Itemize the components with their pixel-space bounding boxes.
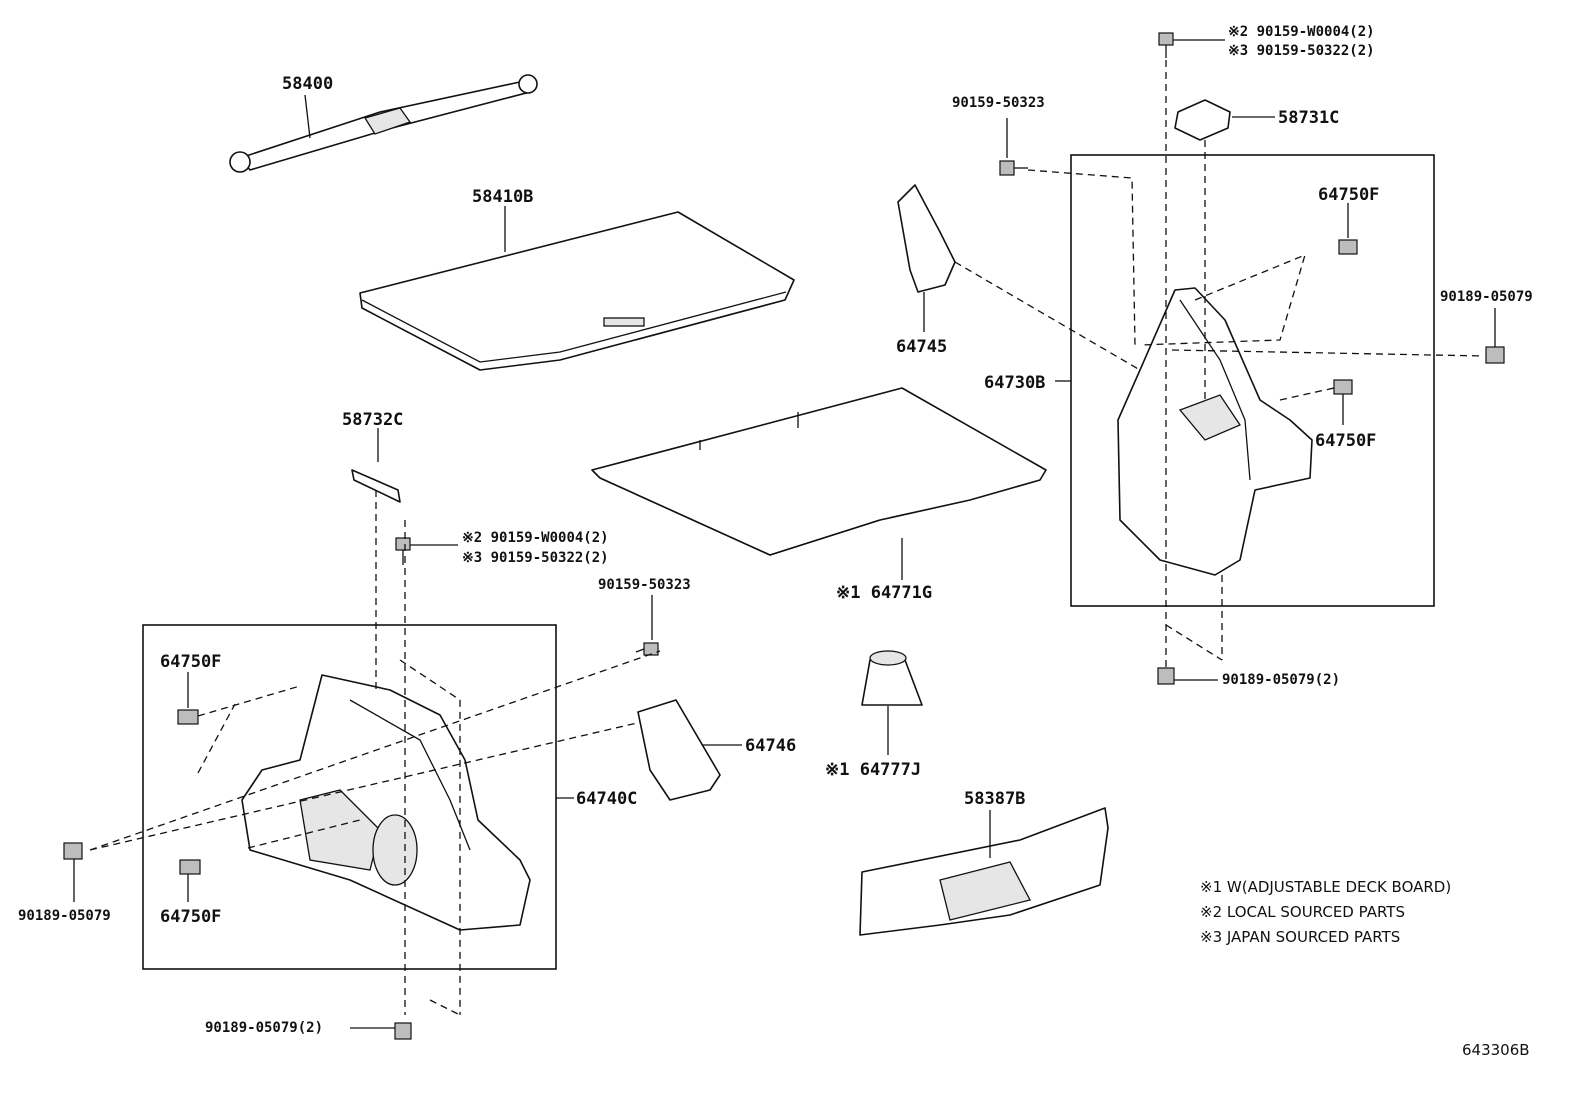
label-90189-05079-left: 90189-05079	[18, 908, 111, 924]
label-58732c: 58732C	[342, 410, 403, 430]
part-58732c[interactable]	[351, 469, 401, 503]
clip-64750f-right-2[interactable]	[1333, 379, 1353, 395]
diagram-code: 643306B	[1462, 1041, 1530, 1059]
label-58410b: 58410B	[472, 187, 533, 207]
label-64777j: ※1 64777J	[825, 760, 921, 780]
bolt-top[interactable]	[1158, 32, 1174, 58]
top-note-line1: ※2 90159-W0004(2)	[1228, 24, 1375, 40]
part-64730b-right-trim[interactable]	[1117, 287, 1313, 576]
part-64746[interactable]	[637, 699, 721, 801]
clip-90189-05079-right[interactable]	[1485, 346, 1505, 364]
clip-90189-05079-left[interactable]	[63, 842, 83, 860]
bolt-mid[interactable]	[395, 537, 411, 565]
legend-item-2: ※2 LOCAL SOURCED PARTS	[1200, 903, 1405, 921]
label-90189-05079-2-left: 90189-05079(2)	[205, 1020, 323, 1036]
label-64750f-left-1: 64750F	[160, 652, 221, 672]
part-58731c[interactable]	[1174, 99, 1231, 141]
clip-64750f-right-1[interactable]	[1338, 239, 1358, 255]
label-64730b: 64730B	[984, 373, 1045, 393]
label-90159-50323-right: 90159-50323	[952, 95, 1045, 111]
label-64745: 64745	[896, 337, 947, 357]
part-64740c-left-trim[interactable]	[241, 674, 531, 931]
label-64746: 64746	[745, 736, 796, 756]
clip-90189-05079-2-left[interactable]	[394, 1022, 412, 1040]
label-64750f-right-2: 64750F	[1315, 431, 1376, 451]
label-64771g: ※1 64771G	[836, 583, 932, 603]
part-64771g-deck-board[interactable]	[591, 387, 1047, 556]
label-64750f-right-1: 64750F	[1318, 185, 1379, 205]
frame-right-trim	[1070, 154, 1435, 607]
mid-note-line1: ※2 90159-W0004(2)	[462, 530, 609, 546]
legend-item-1: ※1 W(ADJUSTABLE DECK BOARD)	[1200, 878, 1451, 896]
legend-item-3: ※3 JAPAN SOURCED PARTS	[1200, 928, 1400, 946]
label-90189-05079-2-right: 90189-05079(2)	[1222, 672, 1340, 688]
bolt-90159-50323-left[interactable]	[635, 642, 659, 656]
bolt-90159-50323-right[interactable]	[999, 160, 1028, 176]
label-58731c: 58731C	[1278, 108, 1339, 128]
part-64777j[interactable]	[861, 650, 923, 706]
label-64740c: 64740C	[576, 789, 637, 809]
label-90159-50323-left: 90159-50323	[598, 577, 691, 593]
top-note-line2: ※3 90159-50322(2)	[1228, 43, 1375, 59]
part-58400-bar[interactable]	[229, 74, 538, 173]
label-90189-05079-right: 90189-05079	[1440, 289, 1533, 305]
label-58387b: 58387B	[964, 789, 1025, 809]
part-64745[interactable]	[897, 184, 956, 293]
mid-note-line2: ※3 90159-50322(2)	[462, 550, 609, 566]
clip-90189-05079-2-right[interactable]	[1157, 667, 1175, 685]
label-64750f-left-2: 64750F	[160, 907, 221, 927]
part-58387b-sill[interactable]	[859, 807, 1109, 936]
clip-64750f-left-2[interactable]	[179, 859, 201, 875]
clip-64750f-left-1[interactable]	[177, 709, 199, 725]
frame-left-trim	[142, 624, 557, 970]
part-58410b-cover[interactable]	[359, 211, 795, 371]
label-58400: 58400	[282, 74, 333, 94]
